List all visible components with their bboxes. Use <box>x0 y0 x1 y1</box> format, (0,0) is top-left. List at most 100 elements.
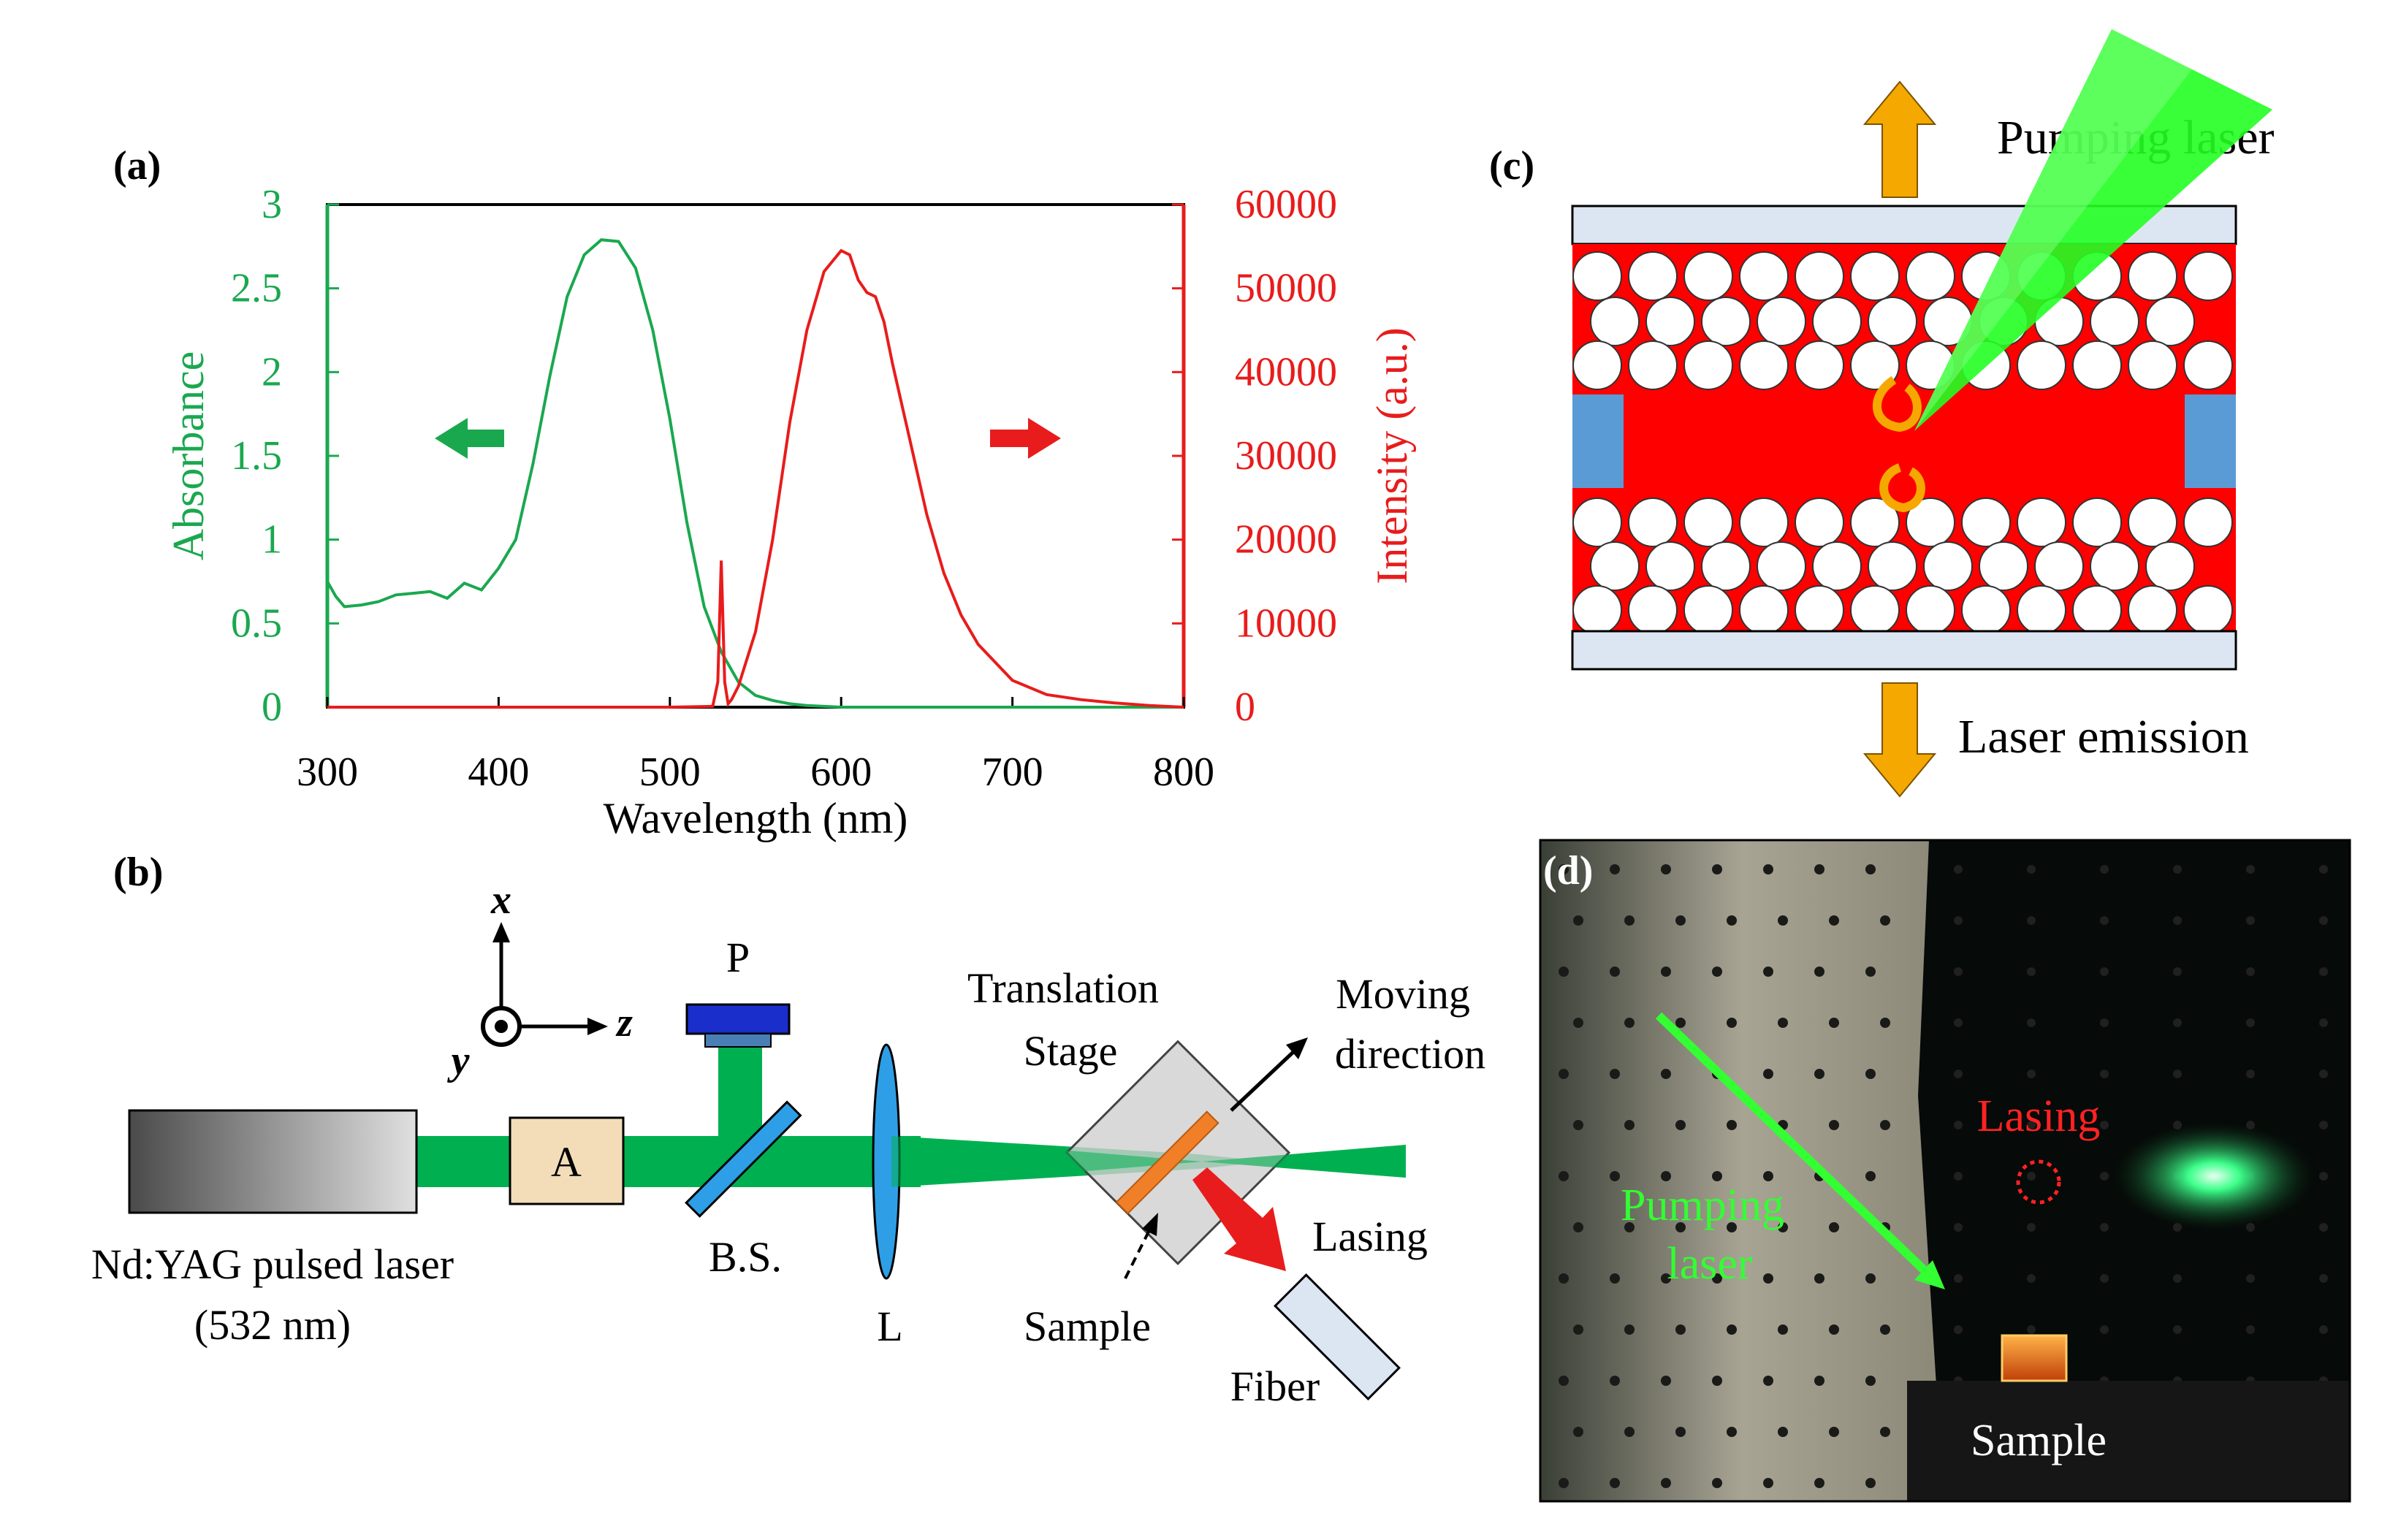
table-hole <box>1675 1324 1686 1335</box>
table-hole <box>2100 865 2109 874</box>
sphere <box>1645 297 1695 346</box>
table-hole <box>1763 1478 1773 1488</box>
table-hole <box>2173 1018 2182 1027</box>
table-hole <box>2319 1070 2328 1078</box>
sphere <box>2183 585 2233 635</box>
table-hole <box>1661 864 1671 874</box>
table-hole <box>1763 1273 1773 1284</box>
sphere <box>1812 297 1862 346</box>
feedback-lower-icon <box>1879 463 1925 513</box>
table-hole <box>1573 1324 1583 1335</box>
table-hole <box>1954 865 1963 874</box>
table-hole <box>1880 915 1890 926</box>
table-hole <box>1559 1478 1569 1488</box>
table-hole <box>2246 1070 2255 1078</box>
table-hole <box>1573 1427 1583 1437</box>
sphere <box>1795 585 1844 635</box>
fiber <box>1274 1273 1401 1400</box>
photo-sample-label: Sample <box>1971 1416 2107 1465</box>
y-left-tick-label: 2 <box>262 349 282 394</box>
sphere <box>1757 541 1806 591</box>
y-left-tick-label: 0 <box>262 685 282 730</box>
table-hole <box>2027 1325 2036 1334</box>
sphere <box>1572 498 1622 547</box>
table-hole <box>1712 1273 1722 1284</box>
y-axis-right-label: Intensity (a.u.) <box>1368 327 1416 584</box>
table-hole <box>2100 1070 2109 1078</box>
table-hole <box>2027 1121 2036 1129</box>
fiber-label: Fiber <box>1230 1362 1320 1410</box>
down-arrow-icon <box>1862 682 1937 798</box>
sphere <box>2072 585 2122 635</box>
table-hole <box>2027 1172 2036 1181</box>
table-hole <box>1559 864 1569 874</box>
beam-splitter <box>685 1100 802 1218</box>
absorbance-series-line <box>326 238 1184 709</box>
sample-stage <box>1907 1381 2350 1501</box>
table-hole <box>1814 1478 1824 1488</box>
x-axis-label: Wavelength (nm) <box>604 794 908 842</box>
sphere <box>1757 297 1806 346</box>
table-hole <box>1829 1018 1839 1028</box>
table-hole <box>1814 967 1824 977</box>
table-hole <box>1814 864 1824 874</box>
table-hole <box>2173 916 2182 925</box>
y-right-tick-label: 20000 <box>1235 517 1337 563</box>
table-hole <box>2100 916 2109 925</box>
table-hole <box>2027 1274 2036 1283</box>
table-hole <box>1624 915 1635 926</box>
sphere <box>1590 297 1640 346</box>
y-left-tick-label: 2.5 <box>231 266 282 311</box>
table-hole <box>1712 1171 1722 1181</box>
table-hole <box>1763 967 1773 977</box>
sphere <box>1906 251 1955 301</box>
table-hole <box>1954 1223 1963 1232</box>
attenuator <box>509 1116 625 1205</box>
table-hole <box>1624 1427 1635 1437</box>
table-hole <box>2246 967 2255 976</box>
sphere <box>1628 498 1678 547</box>
table-hole <box>1610 864 1620 874</box>
table-hole <box>2027 1070 2036 1078</box>
table-hole <box>1865 1069 1876 1079</box>
laser-wavelength: (532 nm) <box>194 1301 351 1349</box>
table-hole <box>1661 1171 1671 1181</box>
sphere <box>2145 541 2195 591</box>
panel-d: (d) Pumping laser Lasing Sample <box>1539 839 2351 1503</box>
x-tick-label: 500 <box>639 750 701 795</box>
table-hole <box>2100 1018 2109 1027</box>
sphere <box>1850 585 1900 635</box>
beam-splitter-label: B.S. <box>709 1233 782 1281</box>
table-hole <box>1675 1222 1686 1232</box>
nd-yag-laser <box>128 1109 418 1214</box>
table-hole <box>2319 1274 2328 1283</box>
sphere <box>2017 585 2066 635</box>
table-hole <box>2246 1274 2255 1283</box>
table-hole <box>2027 1223 2036 1232</box>
table-hole <box>2173 1274 2182 1283</box>
table-hole <box>2319 865 2328 874</box>
table-hole <box>1610 1273 1620 1284</box>
table-hole <box>1559 967 1569 977</box>
sphere <box>1850 498 1900 547</box>
axis-z-label: z <box>615 1000 633 1045</box>
left-electrode <box>1572 394 1624 488</box>
table-hole <box>1727 1324 1737 1335</box>
table-hole <box>1954 1018 1963 1027</box>
feedback-upper-icon <box>1872 376 1922 432</box>
panel-b-label: (b) <box>113 850 163 895</box>
sphere <box>1979 541 2028 591</box>
y-right-tick-label: 60000 <box>1235 182 1337 227</box>
table-hole <box>2027 967 2036 976</box>
sphere <box>1868 297 1917 346</box>
y-axis-left-ticks: 00.511.522.53 <box>231 182 339 730</box>
table-hole <box>1814 1069 1824 1079</box>
sample-label: Sample <box>1024 1303 1151 1350</box>
panel-a-label: (a) <box>113 143 161 188</box>
pump-beam <box>1914 29 2272 431</box>
sphere <box>2145 297 2195 346</box>
sphere <box>1701 297 1751 346</box>
sphere <box>1572 251 1622 301</box>
table-hole <box>1573 1222 1583 1232</box>
